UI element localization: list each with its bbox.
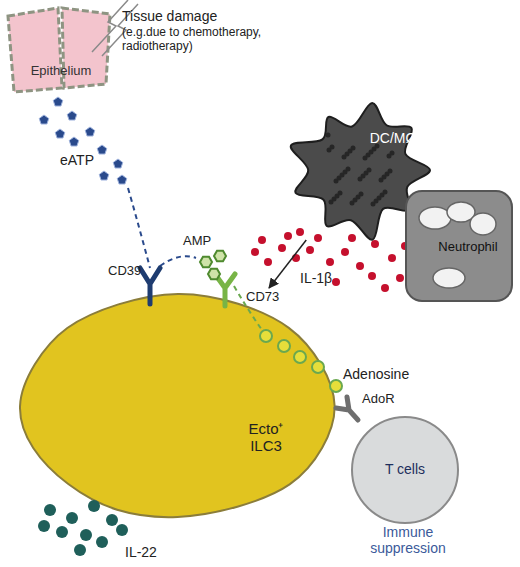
- adenosine-molecule: [260, 330, 272, 342]
- il1b-dot: [278, 244, 286, 252]
- eatp-molecule: [85, 127, 95, 136]
- il1b-dot: [251, 248, 259, 256]
- cell-texture: [383, 190, 388, 195]
- il1b-dot: [332, 278, 340, 286]
- nucleus-lobe: [470, 213, 496, 235]
- cell-texture: [359, 192, 364, 197]
- eatp-molecule: [117, 175, 127, 184]
- il22-dot: [74, 544, 86, 556]
- annotation-label: Tissue damage: [122, 8, 282, 24]
- annotation-label: AMP: [183, 234, 233, 249]
- adenosine-molecule: [294, 351, 306, 363]
- amp-molecule: [214, 251, 226, 261]
- adenosine-molecule: [312, 361, 324, 373]
- eatp-molecule: [113, 159, 123, 168]
- annotation-label: eATP: [60, 152, 120, 168]
- cell-texture: [390, 151, 395, 156]
- cell-texture: [388, 169, 393, 174]
- il1b-dot: [314, 234, 322, 242]
- amp-molecule: [208, 269, 220, 279]
- cell-node: Ecto⁺ ILC3: [12, 288, 344, 523]
- node-text: Neutrophil: [423, 240, 513, 255]
- eatp-molecule: [53, 97, 63, 106]
- node-text: T cells: [370, 461, 440, 477]
- cell-texture: [326, 133, 331, 138]
- il1b-dot: [326, 258, 334, 266]
- eatp-molecule: [97, 145, 107, 154]
- il1b-dot: [258, 236, 266, 244]
- annotation-label: CD73: [246, 290, 296, 305]
- il1b-dot: [284, 232, 292, 240]
- dashed-flow: [128, 188, 150, 268]
- il22-dot: [80, 529, 92, 541]
- eatp-molecule: [69, 137, 79, 146]
- il1b-dot: [388, 254, 396, 262]
- cell-texture: [367, 168, 372, 173]
- node-text: Ecto⁺ ILC3: [238, 420, 294, 455]
- annotation-label: (e.g.due to chemotherapy, radiotherapy): [122, 26, 282, 54]
- il22-dot: [96, 536, 108, 548]
- il1b-dot: [371, 240, 379, 248]
- il22-dot: [106, 514, 118, 526]
- il22-dot: [56, 526, 68, 538]
- il22-dot: [38, 520, 50, 532]
- cell-node: Epithelium: [4, 4, 114, 96]
- amp-molecule: [200, 257, 212, 267]
- cell-texture: [351, 146, 356, 151]
- cd39-receptor: [140, 268, 160, 304]
- t-cell-outline: [352, 417, 458, 523]
- il1b-dot: [356, 262, 364, 270]
- il1b-dot: [381, 284, 389, 292]
- nucleus-lobe: [433, 268, 465, 288]
- node-text: DC/MØ: [358, 130, 428, 146]
- il1b-dot: [341, 248, 349, 256]
- node-shape: [12, 288, 344, 523]
- node-shape: [4, 4, 114, 96]
- cell-texture: [346, 167, 351, 172]
- cell-texture: [338, 191, 343, 196]
- il1b-dot: [396, 274, 404, 282]
- annotation-label: AdoR: [362, 392, 412, 407]
- adenosine-receptor: [336, 397, 358, 420]
- annotation-label: IL-22: [125, 544, 185, 560]
- il1b-dot: [296, 228, 304, 236]
- dashed-flow: [160, 256, 196, 266]
- cd73-receptor: [215, 274, 235, 306]
- annotation-label: IL-1β: [300, 270, 360, 286]
- cell-node: T cells: [350, 415, 460, 525]
- neutrophil-outline: [406, 191, 512, 301]
- cell-node: Neutrophil: [405, 190, 515, 302]
- il22-dot: [88, 500, 100, 512]
- nucleus-lobe: [419, 207, 451, 229]
- il22-dot: [66, 512, 78, 524]
- il1b-dot: [292, 254, 300, 262]
- adenosine-molecule: [278, 340, 290, 352]
- adenosine-molecule: [330, 380, 342, 392]
- epithelial-cell: [8, 8, 62, 92]
- annotation-label: Adenosine: [343, 366, 433, 382]
- il1b-dot: [306, 246, 314, 254]
- il1b-dot: [348, 234, 356, 242]
- node-text: Epithelium: [16, 64, 106, 79]
- eatp-molecule: [99, 171, 109, 180]
- cell-texture: [330, 145, 335, 150]
- eatp-molecule: [39, 115, 49, 124]
- signal-arrow: [269, 240, 306, 288]
- eatp-molecule: [55, 129, 65, 138]
- ilc3-cell-outline: [20, 294, 335, 517]
- il1b-dot: [264, 258, 272, 266]
- il22-dot: [116, 524, 128, 536]
- annotation-label: CD39: [108, 264, 158, 279]
- annotation-label: Immune suppression: [358, 524, 458, 556]
- il22-dot: [44, 504, 56, 516]
- il1b-dot: [368, 272, 376, 280]
- eatp-molecule: [67, 111, 77, 120]
